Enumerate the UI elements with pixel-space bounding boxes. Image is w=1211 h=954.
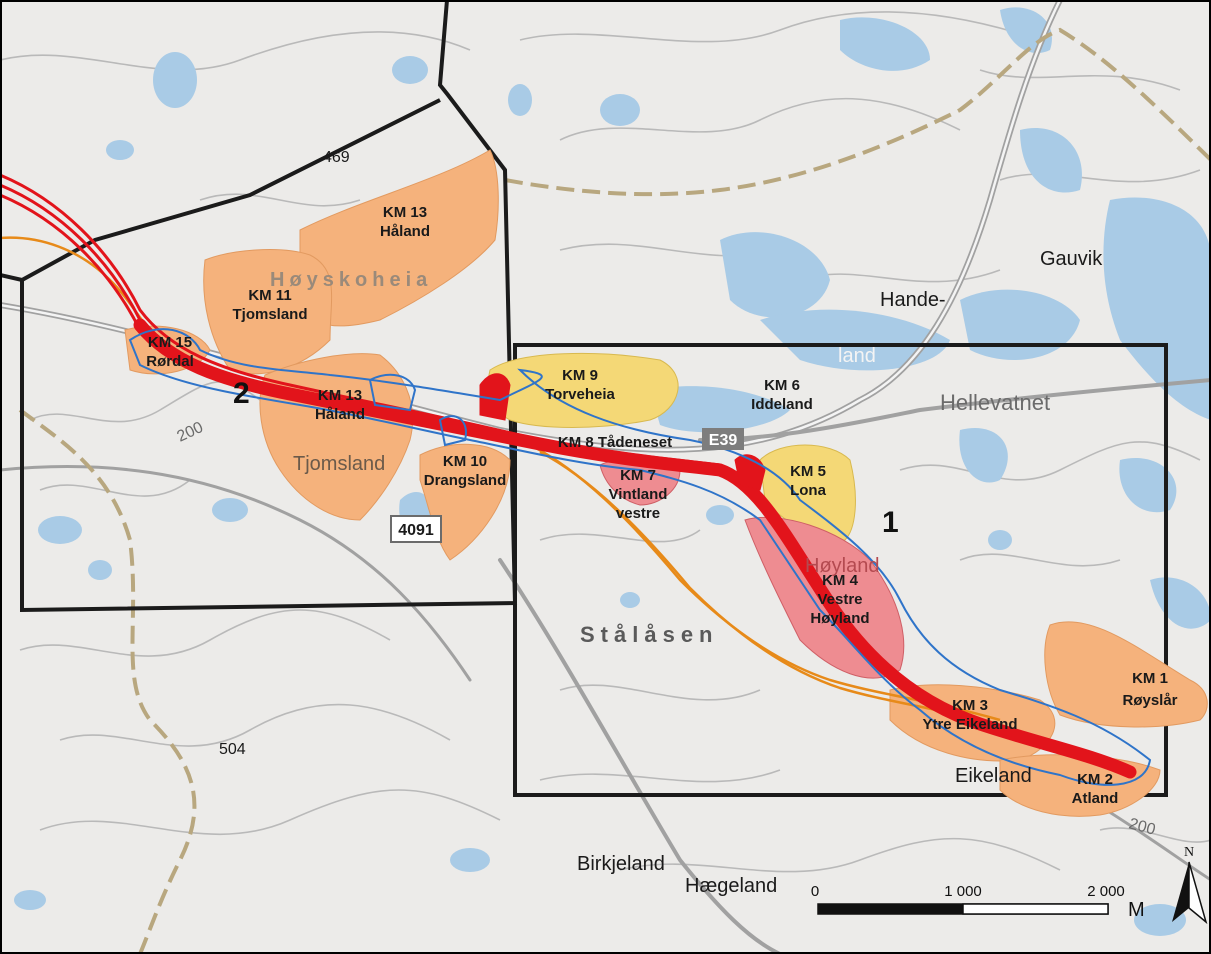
study-area-frames: [0, 0, 1168, 797]
place-hoyskoheia: Høyskoheia: [270, 269, 432, 291]
area-number-2: 2: [233, 377, 250, 410]
boundary-dashed: [18, 27, 1211, 954]
north-arrow-icon: N: [1172, 845, 1208, 925]
zone-label-km8[interactable]: KM 8 Tådeneset: [558, 434, 672, 451]
svg-text:N: N: [1184, 845, 1194, 860]
scale-bar: 0 1 000 2 000 M: [811, 883, 1145, 921]
blue-corridor: [128, 328, 1152, 786]
scale-tick-2000: 2 000: [1087, 883, 1125, 900]
place-birkjeland: Birkjeland: [577, 853, 665, 875]
place-hoyland: Høyland: [805, 555, 879, 577]
scale-unit: M: [1128, 899, 1145, 921]
place-hellevatnet: Hellevatnet: [940, 390, 1050, 415]
place-hande: Hande-: [880, 289, 946, 311]
place-haegeland: Hægeland: [685, 875, 777, 897]
shield-e39-label: E39: [709, 432, 738, 449]
contour-lines: [0, 11, 1211, 873]
place-labels: Gauvik Hande- land Hellevatnet Høyskohei…: [270, 248, 1103, 897]
place-eikeland: Eikeland: [955, 765, 1032, 787]
shield-e39: [702, 428, 744, 450]
area-number-1: 1: [882, 506, 899, 539]
place-handeland: land: [838, 345, 876, 367]
shield-4091-label: 4091: [398, 522, 434, 539]
area-numbers: 1 2: [233, 377, 899, 539]
scale-tick-1000: 1 000: [944, 883, 982, 900]
place-tjomsland: Tjomsland: [293, 453, 385, 475]
road-shields: E39 4091: [390, 428, 744, 543]
water-bodies: [14, 7, 1211, 936]
scale-tick-0: 0: [811, 883, 819, 900]
contour-label-200b: 200: [1127, 815, 1157, 838]
place-staalaasen: Stålåsen: [580, 622, 719, 647]
place-gauvik: Gauvik: [1040, 248, 1103, 270]
elevation-504: 504: [219, 741, 246, 758]
zones-orange: [124, 149, 1208, 817]
shield-4091: [390, 515, 442, 543]
red-corridor: [0, 173, 1137, 779]
elevation-469: 469: [323, 149, 350, 166]
